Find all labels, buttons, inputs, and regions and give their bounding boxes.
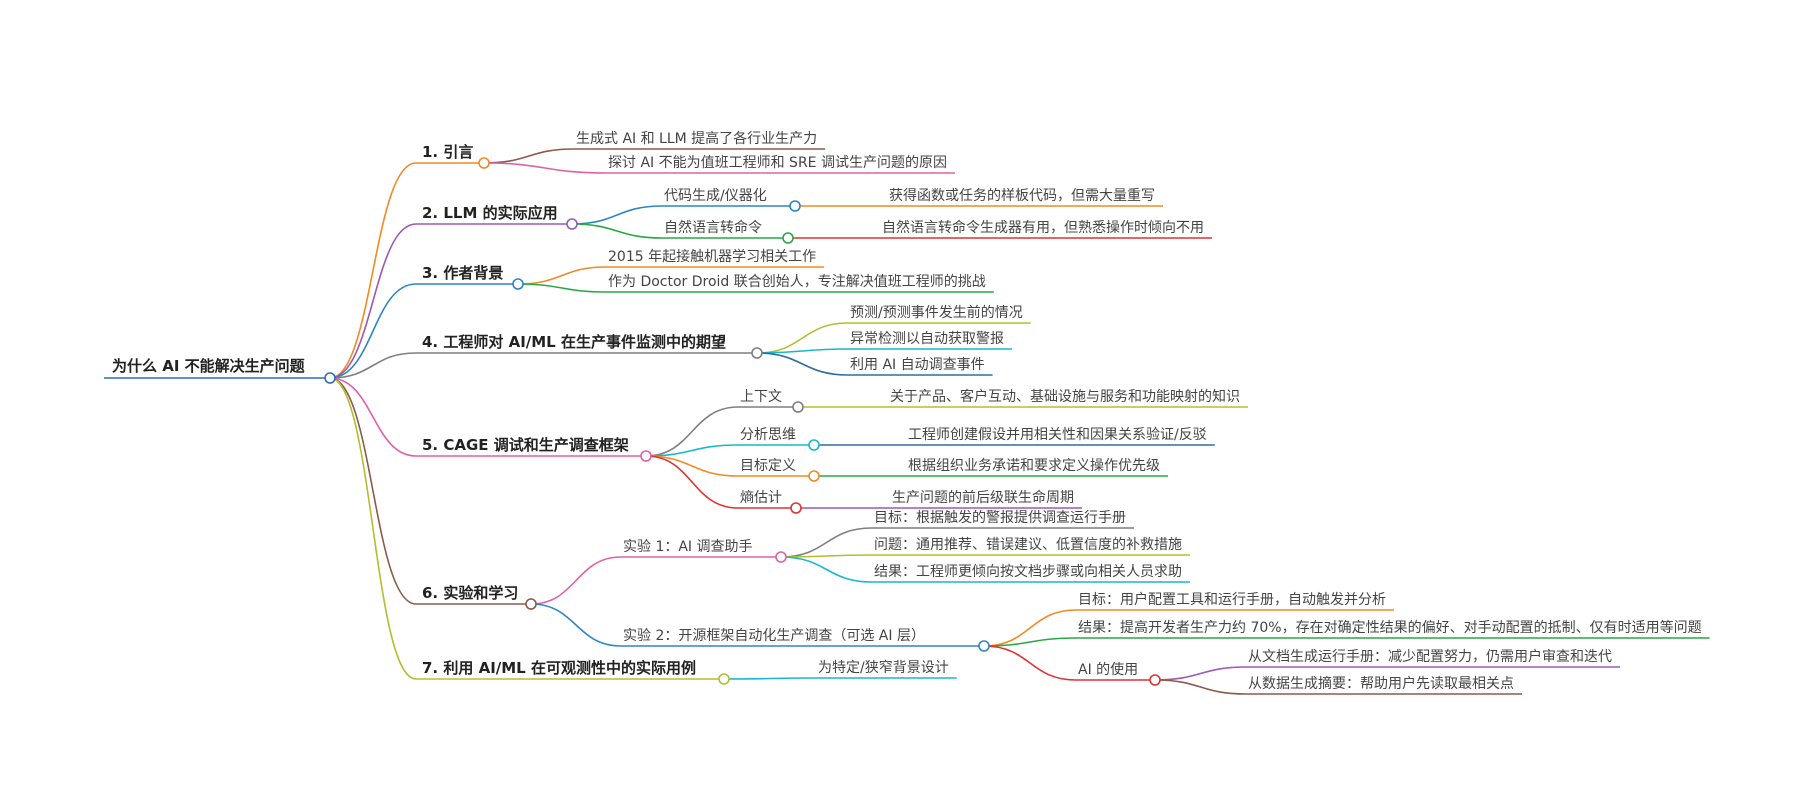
connector-layer bbox=[104, 148, 1710, 695]
node-layer: 为什么 AI 不能解决生产问题 1. 引言 生成式 AI 和 LLM 提高了各行业生… bbox=[112, 130, 1702, 692]
branch-2-dot[interactable] bbox=[566, 218, 578, 230]
branch-1-child-1-label: 生成式 AI 和 LLM 提高了各行业生产力 bbox=[576, 130, 817, 147]
link-root-branch-6 bbox=[329, 377, 417, 605]
link-branch-3-child-1 bbox=[517, 266, 607, 285]
branch-3-child-2-label: 作为 Doctor Droid 联合创始人，专注解决值班工程师的挑战 bbox=[608, 274, 986, 290]
branch-7-dot[interactable] bbox=[718, 673, 730, 685]
link-ai-usage-1 bbox=[1154, 666, 1247, 681]
branch-6-child-2-dot[interactable] bbox=[978, 640, 990, 652]
root-node-label: 为什么 AI 不能解决生产问题 bbox=[112, 357, 306, 375]
link-b6-c1-g1 bbox=[780, 527, 873, 558]
branch-5-child-1-label: 上下文 bbox=[740, 389, 782, 405]
b5-c2-leaf-1-label: 工程师创建假设并用相关性和因果关系验证/反驳 bbox=[908, 427, 1207, 443]
branch-5-child-3-label: 目标定义 bbox=[740, 458, 796, 474]
branch-5-child-4-dot[interactable] bbox=[790, 502, 802, 514]
link-root-branch-1 bbox=[329, 162, 417, 379]
link-branch-5-child-3 bbox=[645, 455, 739, 477]
b6-c2-leaf-2-label: 结果：提高开发者生产力约 70%，存在对确定性结果的偏好、对手动配置的抵制、仅有… bbox=[1078, 619, 1702, 636]
branch-4-child-3-label: 利用 AI 自动调查事件 bbox=[850, 357, 985, 373]
branch-3-child-1-label: 2015 年起接触机器学习相关工作 bbox=[608, 248, 816, 265]
branch-7-child-1-label: 为特定/狭窄背景设计 bbox=[818, 659, 949, 676]
link-b6-c2-g3 bbox=[983, 645, 1077, 681]
link-branch-5-child-4 bbox=[645, 455, 739, 509]
b5-c1-leaf-1-label: 关于产品、客户互动、基础设施与服务和功能映射的知识 bbox=[890, 388, 1240, 405]
branch-6-label: 6. 实验和学习 bbox=[422, 584, 518, 602]
branch-2-child-2-label: 自然语言转命令 bbox=[664, 219, 762, 236]
link-branch-5-child-2 bbox=[645, 444, 739, 457]
branch-1-dot[interactable] bbox=[478, 157, 490, 169]
b6-c2-leaf-3-label: AI 的使用 bbox=[1078, 661, 1138, 678]
link-root-branch-4 bbox=[329, 352, 417, 379]
branch-2-label: 2. LLM 的实际应用 bbox=[422, 204, 558, 222]
link-root-branch-7 bbox=[329, 377, 417, 680]
branch-4-dot[interactable] bbox=[751, 347, 763, 359]
ai-usage-item-1-label: 从文档生成运行手册：减少配置努力，仍需用户审查和迭代 bbox=[1248, 648, 1612, 665]
branch-5-child-1-dot[interactable] bbox=[792, 401, 804, 413]
branch-3-dot[interactable] bbox=[512, 278, 524, 290]
branch-7-label: 7. 利用 AI/ML 在可观测性中的实际用例 bbox=[422, 659, 696, 677]
branch-5-child-4-label: 熵估计 bbox=[740, 490, 782, 506]
b2-c2-leaf-1-label: 自然语言转命令生成器有用，但熟悉操作时倾向不用 bbox=[882, 219, 1204, 236]
branch-6-child-1-label: 实验 1：AI 调查助手 bbox=[623, 539, 753, 555]
branch-2-child-1-dot[interactable] bbox=[789, 200, 801, 212]
branch-5-child-2-dot[interactable] bbox=[808, 439, 820, 451]
b5-c4-leaf-1-label: 生产问题的前后级联生命周期 bbox=[892, 489, 1074, 506]
branch-6-dot[interactable] bbox=[525, 598, 537, 610]
link-branch-7-child-1 bbox=[723, 677, 817, 680]
branch-4-label: 4. 工程师对 AI/ML 在生产事件监测中的期望 bbox=[422, 333, 726, 351]
link-branch-6-child-1 bbox=[530, 556, 622, 605]
branch-1-label: 1. 引言 bbox=[422, 143, 473, 161]
branch-4-child-2-label: 异常检测以自动获取警报 bbox=[850, 331, 1004, 347]
link-branch-1-child-1 bbox=[483, 148, 575, 164]
link-b6-c2-g1 bbox=[983, 609, 1077, 647]
branch-5-dot[interactable] bbox=[640, 450, 652, 462]
b6-c1-leaf-2-label: 问题：通用推荐、错误建议、低置信度的补救措施 bbox=[874, 537, 1182, 553]
link-root-branch-5 bbox=[329, 377, 417, 457]
root-node-dot[interactable] bbox=[324, 372, 336, 384]
branch-5-child-3-dot[interactable] bbox=[808, 470, 820, 482]
branch-6-child-2-label: 实验 2：开源框架自动化生产调查（可选 AI 层） bbox=[623, 628, 925, 644]
link-b6-c1-g3 bbox=[780, 556, 873, 583]
branch-2-child-2-dot[interactable] bbox=[782, 232, 794, 244]
link-root-branch-2 bbox=[329, 223, 417, 379]
b6-c2-leaf-3-dot[interactable] bbox=[1149, 674, 1161, 686]
branch-3-label: 3. 作者背景 bbox=[422, 264, 503, 282]
branch-5-label: 5. CAGE 调试和生产调查框架 bbox=[422, 436, 629, 454]
b6-c2-leaf-1-label: 目标：用户配置工具和运行手册，自动触发并分析 bbox=[1078, 591, 1386, 608]
link-branch-4-child-1 bbox=[756, 322, 849, 354]
link-branch-5-child-1 bbox=[645, 406, 739, 457]
b5-c3-leaf-1-label: 根据组织业务承诺和要求定义操作优先级 bbox=[908, 458, 1160, 474]
link-branch-6-child-2 bbox=[530, 603, 622, 647]
branch-2-child-1-label: 代码生成/仪器化 bbox=[664, 188, 767, 204]
link-b6-c2-g2 bbox=[983, 637, 1077, 647]
branch-1-child-2-label: 探讨 AI 不能为值班工程师和 SRE 调试生产问题的原因 bbox=[608, 155, 947, 171]
link-branch-1-child-2 bbox=[483, 162, 607, 174]
link-branch-4-child-3 bbox=[756, 352, 849, 376]
branch-4-child-1-label: 预测/预测事件发生前的情况 bbox=[850, 304, 1023, 321]
branch-6-child-1-dot[interactable] bbox=[775, 551, 787, 563]
link-root-branch-3 bbox=[329, 283, 417, 379]
ai-usage-item-2-label: 从数据生成摘要：帮助用户先读取最相关点 bbox=[1248, 675, 1514, 692]
b6-c1-leaf-1-label: 目标：根据触发的警报提供调查运行手册 bbox=[874, 510, 1126, 526]
branch-5-child-2-label: 分析思维 bbox=[740, 427, 796, 443]
link-ai-usage-2 bbox=[1154, 679, 1247, 695]
link-branch-2-child-1 bbox=[571, 205, 663, 225]
b2-c1-leaf-1-label: 获得函数或任务的样板代码，但需大量重写 bbox=[889, 187, 1155, 204]
link-branch-3-child-2 bbox=[517, 283, 607, 293]
link-branch-2-child-2 bbox=[571, 223, 663, 239]
link-branch-4-child-2 bbox=[756, 348, 849, 354]
b6-c1-leaf-3-label: 结果：工程师更倾向按文档步骤或向相关人员求助 bbox=[874, 564, 1182, 580]
